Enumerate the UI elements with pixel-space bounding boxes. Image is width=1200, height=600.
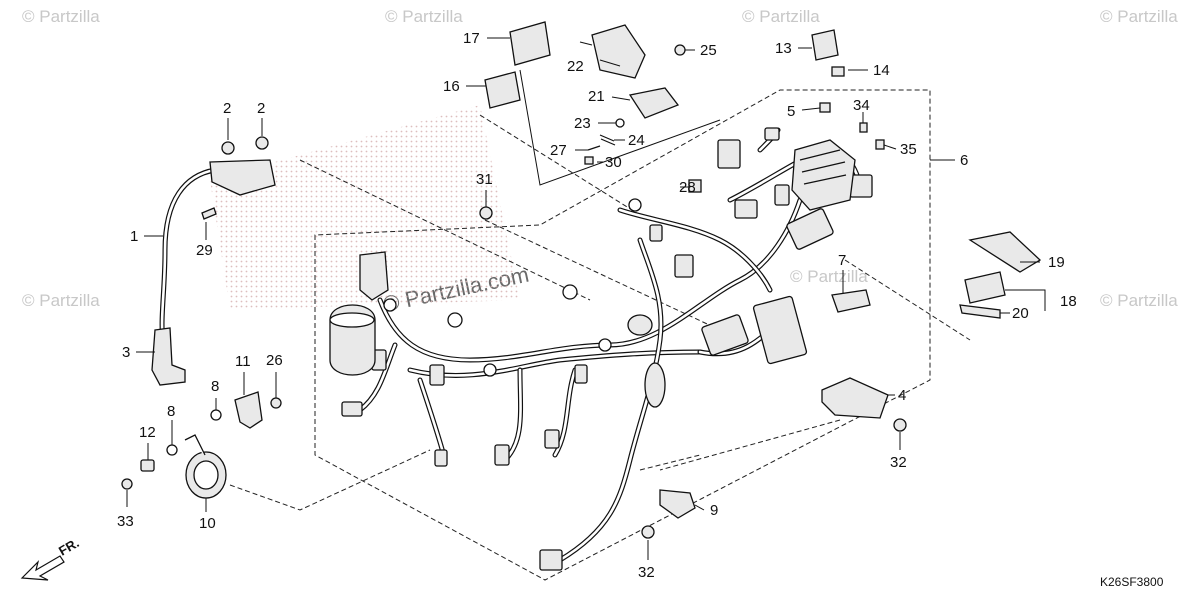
bolt: [674, 44, 686, 56]
callout-8: 8: [211, 378, 219, 395]
callout-26: 26: [266, 352, 283, 369]
subassembly-frame: [519, 69, 721, 186]
callout-2: 2: [257, 100, 265, 117]
washer: [166, 444, 178, 456]
callout-28: 28: [679, 179, 696, 196]
callout-5: 5: [787, 103, 795, 120]
callout-32: 32: [890, 454, 907, 471]
assembly-frames: [229, 89, 971, 581]
regulator-plate: [959, 304, 1001, 319]
callout-9: 9: [710, 502, 718, 519]
grommet: [615, 118, 625, 128]
watermark-text: © Partzilla: [22, 7, 100, 26]
sensor-bracket: [659, 489, 696, 519]
callout-33: 33: [117, 513, 134, 530]
bracket: [234, 391, 263, 429]
fuse-clip: [831, 66, 845, 77]
fuse: [875, 139, 885, 150]
bolt: [893, 418, 907, 432]
fuse-box-cover: [811, 29, 839, 61]
pin: [587, 145, 601, 151]
callout-12: 12: [139, 424, 156, 441]
callout-16: 16: [443, 78, 460, 95]
leader-lines: [126, 37, 1046, 560]
main-wire-harness: [329, 127, 873, 571]
bolt: [641, 525, 655, 539]
bolt: [221, 141, 235, 155]
callout-13: 13: [775, 40, 792, 57]
callout-21: 21: [588, 88, 605, 105]
callout-3: 3: [122, 344, 130, 361]
relay: [484, 71, 521, 109]
bolt: [270, 397, 282, 409]
callout-23: 23: [574, 115, 591, 132]
fuse: [859, 122, 868, 133]
diagram-code: K26SF3800: [1100, 575, 1164, 589]
callout-2: 2: [223, 100, 231, 117]
callout-17: 17: [463, 30, 480, 47]
washer: [210, 409, 222, 421]
callout-18: 18: [1060, 293, 1077, 310]
callout-34: 34: [853, 97, 870, 114]
spring: [599, 134, 616, 146]
bolt: [121, 478, 133, 490]
watermark-text: © Partzilla: [790, 267, 868, 286]
callout-22: 22: [567, 58, 584, 75]
callout-25: 25: [700, 42, 717, 59]
logo-watermark-dots: [210, 105, 520, 310]
bolt: [201, 207, 217, 220]
callout-1: 1: [130, 228, 138, 245]
callout-32: 32: [638, 564, 655, 581]
callout-29: 29: [196, 242, 213, 259]
callout-27: 27: [550, 142, 567, 159]
callout-labels: 1 2 2 3 4 5 6 7 8 8 9 10 11 12 13 14 16 …: [117, 30, 1077, 581]
front-arrow-label: FR.: [56, 535, 82, 558]
callout-6: 6: [960, 152, 968, 169]
watermark-text: © Partzilla: [22, 291, 100, 310]
callout-7: 7: [838, 252, 846, 269]
callout-4: 4: [898, 387, 906, 404]
ecu-cover: [591, 24, 646, 79]
callout-20: 20: [1012, 305, 1029, 322]
clip: [584, 156, 594, 165]
spark-plug-cap: [151, 327, 186, 386]
callout-19: 19: [1048, 254, 1065, 271]
callout-11: 11: [235, 353, 251, 370]
callout-8: 8: [167, 403, 175, 420]
fuse: [819, 102, 831, 113]
junction-cover: [821, 377, 889, 419]
regulator-rectifier: [964, 271, 1006, 304]
parts-layer: [121, 21, 1042, 539]
callout-10: 10: [199, 515, 216, 532]
callout-24: 24: [628, 132, 645, 149]
callout-35: 35: [900, 141, 917, 158]
control-module: [628, 87, 680, 119]
bolt: [479, 206, 493, 220]
front-direction-arrow: FR.: [20, 535, 82, 581]
callout-30: 30: [605, 154, 622, 171]
battery-cover: [968, 231, 1042, 273]
bolt: [255, 136, 269, 150]
ignition-coil: [209, 159, 276, 196]
callout-31: 31: [476, 171, 493, 188]
relay-cover: [509, 21, 551, 66]
watermark-text: © Partzilla: [385, 7, 463, 26]
connector: [688, 179, 702, 193]
callout-14: 14: [873, 62, 890, 79]
horn: [184, 434, 227, 499]
watermark-text: © Partzilla: [742, 7, 820, 26]
collar: [140, 459, 155, 472]
watermark-text: © Partzilla: [1100, 291, 1178, 310]
watermark-text: © Partzilla: [1100, 7, 1178, 26]
relay-plate: [831, 289, 871, 313]
